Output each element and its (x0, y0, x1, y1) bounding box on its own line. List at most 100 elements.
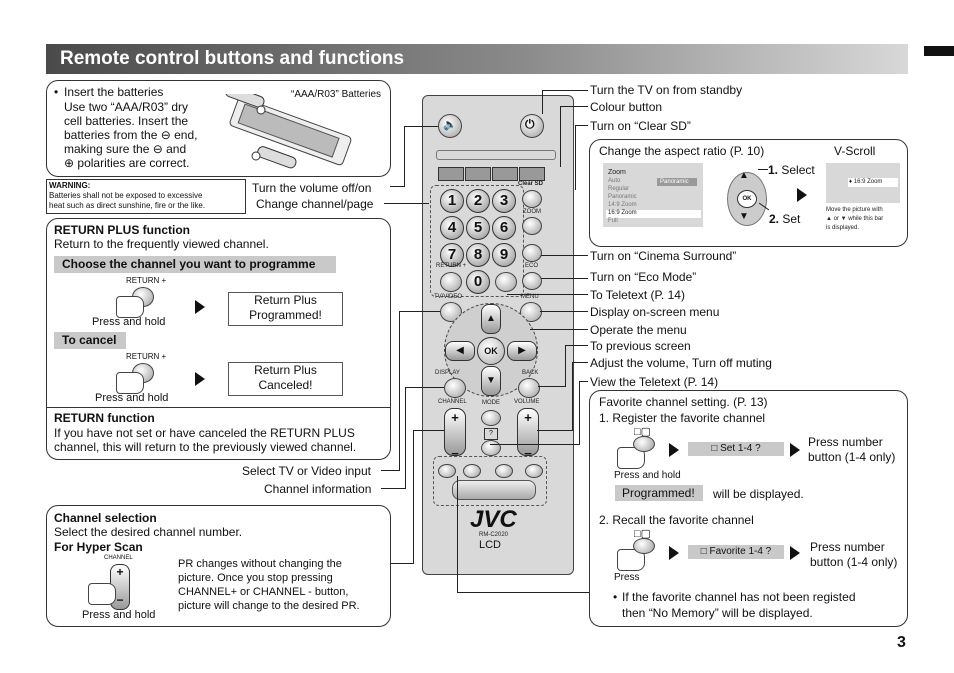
leader-line (540, 311, 588, 312)
eco-button[interactable] (522, 272, 542, 290)
right-arrow-button[interactable]: ▶ (507, 341, 537, 361)
left-arrow-button[interactable]: ◀ (445, 341, 475, 361)
favorite-button-2[interactable] (463, 464, 481, 478)
ir-window (436, 150, 556, 160)
menu-button[interactable] (520, 302, 542, 322)
back-button[interactable] (518, 378, 540, 398)
number-button-2[interactable]: 2 (466, 189, 490, 213)
favorite-button-icon (633, 538, 655, 554)
zoom-menu-item: Regular (608, 186, 630, 192)
leader-line (565, 345, 566, 387)
model-label: RM-C2020 (479, 532, 509, 538)
channel-label: CHANNEL (104, 555, 133, 561)
mode-button[interactable] (481, 410, 501, 426)
return-plus-button[interactable] (440, 272, 462, 292)
clearsd-button[interactable] (522, 190, 542, 208)
label-cinema: Turn on “Cinema Surround” (590, 249, 737, 263)
leader-line (457, 476, 458, 592)
lcd-label: LCD (479, 539, 502, 551)
zoom-menu-selection (606, 210, 701, 218)
vscroll-note: ▲ or ▼ while this bar (826, 216, 884, 222)
colour-button-yellow[interactable] (492, 167, 518, 181)
teletext-control-bar[interactable] (452, 480, 536, 500)
ok-button[interactable]: OK (477, 337, 505, 365)
teletext-reveal-button[interactable] (481, 440, 501, 456)
label-standby: Turn the TV on from standby (590, 83, 743, 97)
cinema-surround-button[interactable] (522, 244, 542, 262)
brand-logo: JVC (470, 506, 517, 533)
favorite-button-4[interactable] (525, 464, 543, 478)
mode-label: MODE (482, 400, 500, 406)
power-icon: ⏻ (525, 117, 535, 131)
favorite-note: If the favorite channel has not been reg… (622, 590, 856, 604)
aspect-title: Change the aspect ratio (P. 10) (599, 144, 765, 158)
leader-line (572, 362, 588, 363)
volume-remote-label: VOLUME (514, 399, 540, 405)
to-cancel-band: To cancel (54, 332, 126, 349)
zoom-button[interactable] (522, 217, 542, 235)
msg-line: Return Plus (254, 293, 317, 307)
number-button-4[interactable]: 4 (440, 216, 464, 240)
number-button-1[interactable]: 1 (440, 189, 464, 213)
up-arrow-button[interactable]: ▲ (481, 304, 501, 334)
number-button-3[interactable]: 3 (492, 189, 516, 213)
return-plus-title: RETURN PLUS function (54, 223, 190, 237)
hand-icon (116, 372, 144, 394)
leader-line (381, 488, 405, 489)
colour-button-blue[interactable] (519, 167, 545, 181)
zoom-label: ZOOM (523, 209, 541, 215)
press-number-label: Press number (808, 435, 883, 449)
batteries-line: batteries from the ⊖ end, (64, 128, 198, 142)
warning-line: heat such as direct sunshine, fire or th… (49, 201, 206, 210)
eco-label: ECO (525, 263, 539, 269)
number-button-8[interactable]: 8 (466, 243, 490, 267)
section-header: Remote control buttons and functions (46, 44, 908, 74)
number-button-7[interactable]: 7 (440, 243, 464, 267)
leader-line (537, 430, 573, 431)
back-label: BACK (522, 370, 539, 376)
number-pad-frame (430, 185, 524, 297)
number-button-9[interactable]: 9 (492, 243, 516, 267)
favorite-step2: 2. Recall the favorite channel (599, 513, 754, 527)
leader-line (390, 186, 404, 187)
favorite-button-1[interactable] (438, 464, 456, 478)
colour-button-red[interactable] (438, 167, 464, 181)
power-button[interactable] (520, 114, 544, 138)
favorite-button-3[interactable] (495, 464, 513, 478)
down-arrow-button[interactable]: ▼ (481, 366, 501, 396)
leader-line (399, 311, 440, 312)
display-button[interactable] (444, 378, 466, 398)
number-button-5[interactable]: 5 (466, 216, 490, 240)
favorite-box (589, 390, 908, 627)
channel-rocker[interactable]: +− (444, 408, 466, 461)
mute-icon: 🔈 (443, 119, 457, 131)
channel-selection-title: Channel selection (54, 511, 157, 525)
down-arrow-icon: ▼ (739, 211, 749, 222)
leader-line (381, 470, 399, 471)
volume-rocker[interactable]: +− (517, 408, 539, 461)
batteries-line: ⊕ polarities are correct. (64, 156, 190, 170)
leader-line (490, 444, 580, 445)
menu-label: MENU (521, 294, 539, 300)
press-number-label: button (1-4 only) (810, 555, 898, 569)
warning-box (46, 179, 246, 214)
leader-line (530, 329, 588, 330)
zoom-menu-item: Auto (608, 178, 621, 184)
label-tv-video: Select TV or Video input (242, 464, 371, 478)
number-button-6[interactable]: 6 (492, 216, 516, 240)
vscroll-note: is displayed. (826, 225, 860, 231)
channel-remote-label: CHANNEL (438, 399, 467, 405)
return-function-line: channel, this will return to the previou… (54, 440, 357, 454)
leader-line (560, 106, 561, 167)
leader-line (565, 345, 588, 346)
colour-button-green[interactable] (465, 167, 491, 181)
return-function-line: If you have not set or have canceled the… (54, 426, 355, 440)
number-button-0[interactable]: 0 (466, 270, 490, 294)
arrow-icon (790, 443, 800, 457)
mute-button[interactable] (438, 114, 462, 138)
favorite-note: then “No Memory” will be displayed. (622, 606, 813, 620)
teletext-button[interactable] (495, 272, 517, 292)
hand-icon (617, 447, 645, 469)
leader-line (541, 255, 588, 256)
